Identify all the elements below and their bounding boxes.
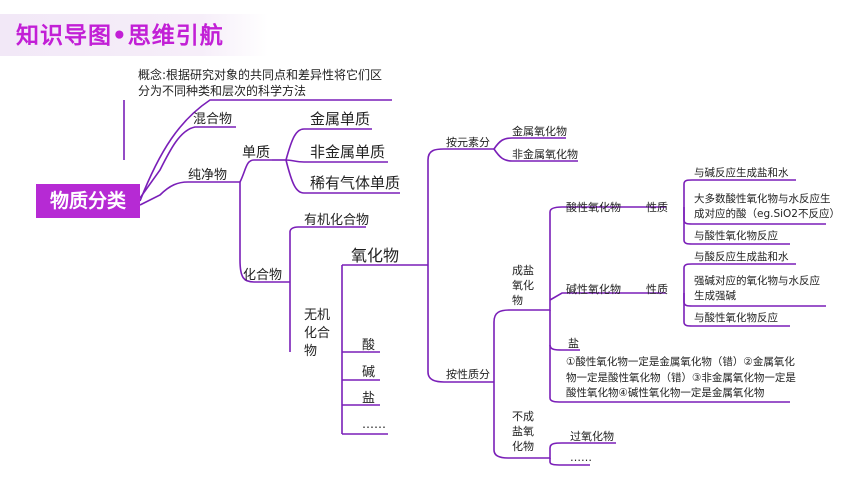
connector-acid-3 <box>683 207 790 245</box>
connector-salt-forming <box>493 309 540 382</box>
element-item-noble: 稀有气体单质 <box>310 174 401 192</box>
note-line-1: ①酸性氧化物一定是金属氧化物（错）②金属氧化 <box>566 356 795 368</box>
acidic-prop-3: 与酸性氧化物反应 <box>694 230 778 242</box>
oxide-node: 氧化物 <box>351 246 400 265</box>
element-item-metal: 金属单质 <box>310 110 371 128</box>
note-line-2: 物一定是酸性氧化物（错）③非金属氧化物一定是 <box>566 372 796 384</box>
by-element-node: 按元素分 <box>446 136 490 149</box>
acidic-property-node: 性质 <box>646 201 668 214</box>
acidic-prop-2-line-2: 成对应的酸（eg.SiO2不反应） <box>694 208 840 220</box>
inorganic-line-1: 无机 <box>304 308 331 323</box>
connector-root-mixture <box>139 126 236 199</box>
connector-non-salt <box>493 382 540 459</box>
compound-node: 化合物 <box>243 268 283 283</box>
inorganic-line-2: 化合 <box>304 326 331 341</box>
mixture-node: 混合物 <box>193 112 233 127</box>
page-title: 知识导图•思维引航 <box>16 23 224 49</box>
salt-node: 盐 <box>362 391 376 406</box>
salt-forming-line-3: 物 <box>512 294 523 307</box>
basic-prop-3: 与酸性氧化物反应 <box>694 312 778 324</box>
connector-pure-compound <box>239 182 290 283</box>
compound-more: …… <box>362 417 386 431</box>
connector-nonmetal-oxide <box>493 148 578 162</box>
connector-by-element <box>427 148 494 265</box>
root-node: 物质分类 <box>36 184 140 218</box>
connector-peroxide <box>540 442 616 459</box>
connector-noble <box>285 159 400 194</box>
note-line-3: 酸性氧化物④碱性氧化物一定是金属氧化物 <box>566 387 765 399</box>
connector-acid-1 <box>683 179 796 207</box>
acidic-oxide-node: 酸性氧化物 <box>566 201 621 214</box>
connector-by-property <box>427 265 494 383</box>
salt-forming-line-1: 成盐 <box>512 264 534 277</box>
header-banner <box>0 14 268 56</box>
connector-other-nonsalt <box>549 458 590 466</box>
basic-prop-1: 与酸反应生成盐和水 <box>694 251 789 263</box>
non-salt-line-1: 不成 <box>512 410 534 423</box>
basic-prop-2-line-1: 强碱对应的氧化物与水反应 <box>694 275 820 287</box>
inorganic-line-3: 物 <box>304 344 318 359</box>
base-node: 碱 <box>362 365 376 380</box>
nonmetal-oxide-node: 非金属氧化物 <box>512 148 578 161</box>
connector-metal-oxide <box>493 137 566 150</box>
connector-metal <box>285 128 372 161</box>
connector-base-3 <box>683 293 790 327</box>
connector-root-pure <box>139 181 240 206</box>
basic-oxide-node: 碱性氧化物 <box>566 283 621 296</box>
acidic-prop-1: 与碱反应生成盐和水 <box>694 167 789 179</box>
basic-property-node: 性质 <box>646 283 668 296</box>
organic-node: 有机化合物 <box>304 213 370 228</box>
non-salt-line-3: 化物 <box>512 440 534 453</box>
salt-forming-line-2: 氧化 <box>512 279 534 292</box>
by-property-node: 按性质分 <box>446 368 490 381</box>
acidic-prop-2-line-1: 大多数酸性氧化物与水反应生 <box>694 193 831 205</box>
concept-line-2: 分为不同种类和层次的科学方法 <box>138 84 307 98</box>
non-salt-line-2: 盐氧 <box>512 425 534 438</box>
pure-node: 纯净物 <box>188 168 228 183</box>
peroxide-node: 过氧化物 <box>570 430 614 443</box>
concept-line-1: 概念:根据研究对象的共同点和差异性将它们区 <box>138 68 383 82</box>
connector-base-1 <box>683 263 796 293</box>
metal-oxide-node: 金属氧化物 <box>512 125 567 138</box>
element-node: 单质 <box>242 145 270 161</box>
non-salt-more: …… <box>570 451 592 464</box>
salt-subnode: 盐 <box>568 337 579 350</box>
connector-notes <box>549 345 790 403</box>
basic-prop-2-line-2: 生成强碱 <box>694 290 736 302</box>
acid-node: 酸 <box>362 338 376 353</box>
connector-nonmetal <box>285 159 388 163</box>
connector-root-concept <box>139 99 392 202</box>
connector-organic <box>289 226 366 282</box>
connector-pure-element <box>239 159 272 183</box>
connector-basic <box>549 292 620 301</box>
connector-acidic <box>540 206 620 311</box>
element-item-nonmetal: 非金属单质 <box>310 143 386 161</box>
